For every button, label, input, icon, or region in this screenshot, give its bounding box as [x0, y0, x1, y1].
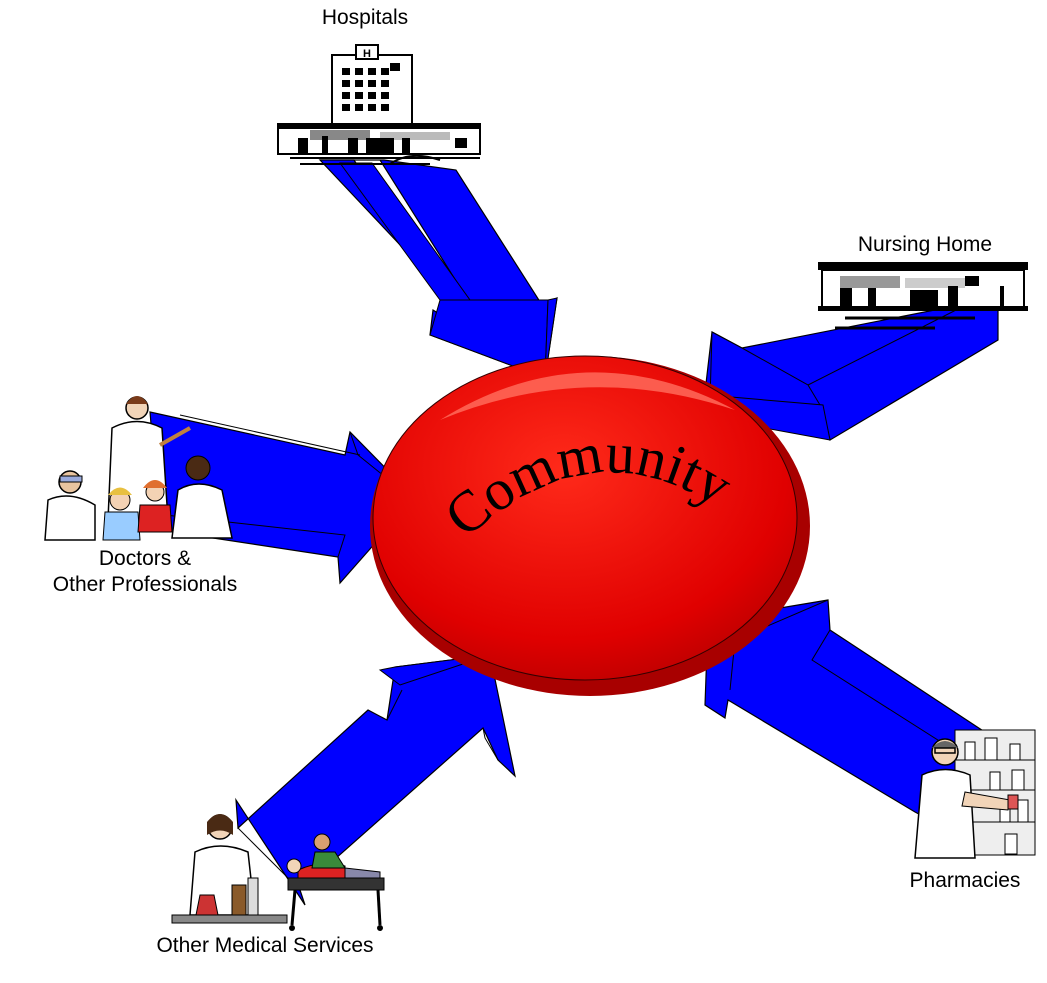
community-oval: Community — [370, 355, 810, 696]
label-doctors-line1: Doctors & — [98, 547, 192, 570]
label-nursing-home: Nursing Home — [857, 233, 993, 256]
label-other-medical: Other Medical Services — [156, 934, 374, 957]
label-doctors: Doctors & Other Professionals — [40, 546, 250, 598]
label-pharmacies: Pharmacies — [909, 869, 1021, 892]
arrow-nursing-home — [704, 304, 999, 441]
label-doctors-line2: Other Professionals — [52, 573, 238, 596]
hospital-building-icon: H — [277, 44, 481, 165]
arrow-hospitals — [318, 159, 558, 379]
doctors-group-icon — [44, 396, 233, 541]
lab-and-patient-icon — [171, 814, 385, 931]
pharmacist-icon — [914, 729, 1036, 859]
label-hospitals: Hospitals — [321, 6, 409, 29]
svg-text:H: H — [363, 48, 371, 60]
nursing-home-building-icon — [818, 262, 1028, 330]
arrow-other-medical — [235, 654, 516, 906]
